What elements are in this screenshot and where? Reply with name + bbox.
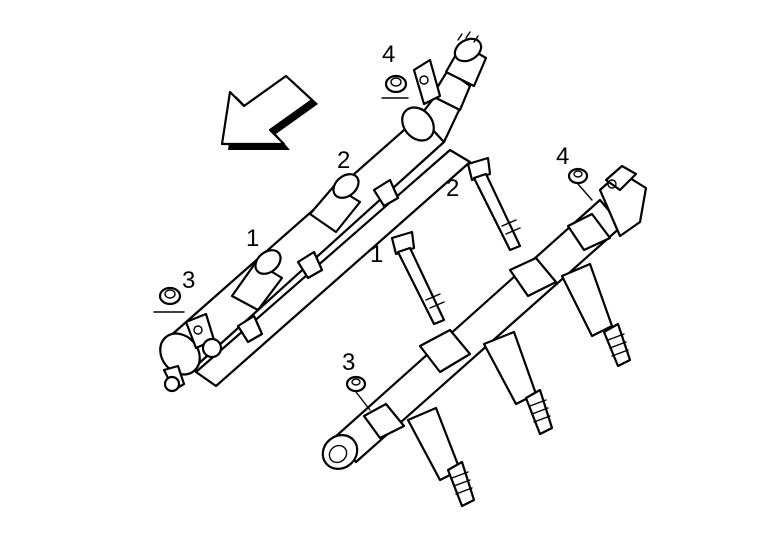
- injector-cup-1: [230, 249, 284, 312]
- callout-3-upper: 3: [182, 267, 195, 294]
- arrow-up-left-icon: [220, 74, 318, 150]
- nut-icon-4-upper: [381, 74, 409, 99]
- callout-1-lower: 1: [370, 241, 383, 268]
- callout-2-lower: 2: [446, 175, 459, 202]
- nut-icon-3-upper: [153, 286, 185, 313]
- callout-4-lower: 4: [556, 143, 569, 170]
- nut-icon-3-lower: [345, 375, 367, 393]
- fuel-rail-lower: [321, 156, 648, 508]
- callout-4-upper: 4: [382, 41, 395, 68]
- callout-1-upper: 1: [246, 225, 259, 252]
- bolt-icon-1-lower: [390, 230, 446, 326]
- fuel-injector-middle: [482, 330, 554, 436]
- callout-2-upper: 2: [337, 147, 350, 174]
- fuel-injector-left: [406, 406, 476, 508]
- fuel-rail-upper: [153, 31, 488, 393]
- callout-3-lower: 3: [342, 349, 355, 376]
- fuel-injector-right: [560, 262, 632, 368]
- bolt-icon-2-lower: [466, 156, 522, 252]
- nut-icon-4-lower: [567, 167, 589, 185]
- injector-cup-2: [308, 173, 362, 234]
